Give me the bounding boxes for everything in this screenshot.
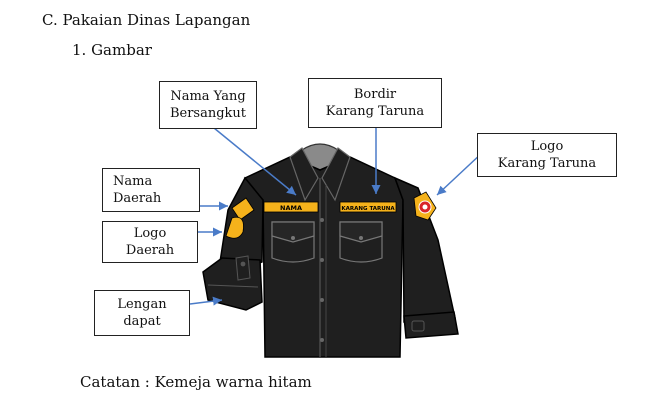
arrow-nama-yang-bersangkut	[213, 127, 297, 196]
label-line: Karang Taruna	[325, 104, 425, 119]
label-line: Daerah	[125, 243, 175, 258]
label-line: Logo	[133, 226, 167, 241]
section-heading: C. Pakaian Dinas Lapangan	[42, 11, 251, 29]
logo-daerah-badge	[225, 216, 244, 239]
label-bordir-karang-taruna: Bordir Karang Taruna	[308, 78, 442, 128]
label-line: Nama Yang	[170, 89, 246, 104]
collar-left	[289, 147, 319, 202]
label-lengan-dapat: Lengan dapat	[94, 290, 190, 336]
name-tag	[263, 201, 319, 213]
karang-taruna-logo-badge	[413, 191, 437, 221]
subsection-heading: 1. Gambar	[72, 41, 152, 59]
label-line: Lengan	[117, 297, 167, 312]
label-line: Daerah	[113, 191, 162, 206]
sleeve-tab	[235, 255, 251, 281]
label-nama-daerah: Nama Daerah	[102, 168, 200, 212]
label-logo-daerah: Logo Daerah	[102, 221, 198, 263]
label-line: Bordir	[353, 87, 397, 102]
arrow-lengan-dapat	[189, 296, 223, 306]
kt-tag	[339, 201, 397, 213]
label-line: Bersangkut	[169, 106, 247, 121]
nama-daerah-badge	[231, 197, 255, 221]
right-pocket	[339, 221, 383, 263]
label-line: Logo	[530, 139, 564, 154]
left-pocket	[271, 221, 315, 263]
label-line: dapat	[123, 314, 161, 329]
label-nama-yang-bersangkut: Nama Yang Bersangkut	[159, 81, 257, 129]
label-logo-karang-taruna: Logo Karang Taruna	[477, 133, 617, 177]
collar-right	[321, 147, 351, 202]
arrow-logo-kt	[436, 151, 484, 196]
kt-tag-text: KARANG TARUNA	[341, 206, 395, 212]
note-text: Catatan : Kemeja warna hitam	[80, 373, 312, 391]
label-line: Nama	[113, 174, 153, 189]
label-line: Karang Taruna	[497, 156, 597, 171]
name-tag-text: NAMA	[280, 204, 302, 212]
rolled-sleeve-cuff	[202, 257, 263, 311]
